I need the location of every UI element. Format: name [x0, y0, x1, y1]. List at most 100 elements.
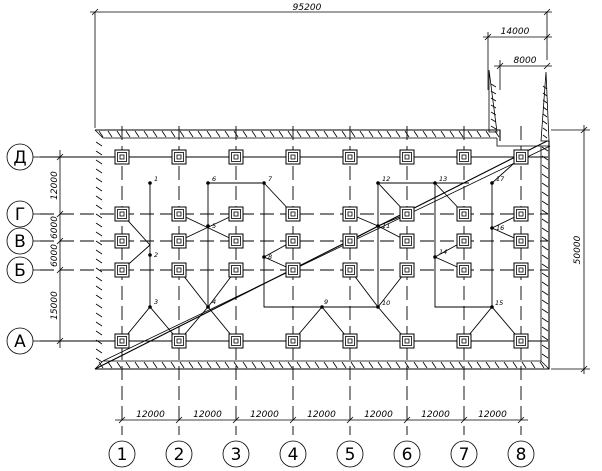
wall-hatch [143, 361, 149, 369]
route-point-dot [490, 305, 494, 309]
extension-outer-dimension: 14000 [501, 27, 530, 37]
wall-hatch [440, 130, 446, 138]
route-line [121, 306, 180, 342]
column-marker-inner [290, 154, 296, 160]
wall-hatch [206, 130, 212, 138]
column-marker-inner [347, 238, 353, 244]
column-axis-bubble [222, 440, 250, 468]
wall-hatch [467, 361, 473, 369]
column-marker [342, 333, 358, 349]
column-axis-bubble [450, 440, 478, 468]
wall-hatch [431, 130, 437, 138]
column-marker [456, 206, 472, 222]
column-axis-label: 4 [288, 445, 299, 465]
route-point-dot [148, 305, 152, 309]
column-axis-bubble [165, 440, 193, 468]
wall-hatch [179, 361, 185, 369]
column-marker [342, 149, 358, 165]
wall-hatch [107, 361, 113, 369]
wall-hatch [449, 130, 455, 138]
dimension-tick [543, 62, 551, 70]
column-axis-bubble [393, 440, 421, 468]
column-marker [114, 233, 130, 249]
column-marker-inner [347, 211, 353, 217]
column-marker [342, 206, 358, 222]
wall-hatch [116, 130, 122, 138]
column-axis-label: 6 [402, 445, 413, 465]
dimension-tick [484, 33, 492, 41]
column-marker-inner [290, 338, 296, 344]
route-point-label: 2 [154, 251, 158, 259]
wall-hatch [287, 361, 293, 369]
column-marker [285, 262, 301, 278]
route-point-label: 12 [382, 175, 390, 183]
grid-lines [40, 126, 548, 435]
wall-hatch [95, 321, 103, 327]
wedge-hatch [490, 83, 497, 88]
column-marker [399, 262, 415, 278]
column-axis-label: 5 [345, 445, 356, 465]
wall-hatch [161, 361, 167, 369]
route-line [463, 306, 522, 342]
route-point-label: 16 [496, 224, 504, 232]
row-axis-label: А [14, 332, 26, 352]
wall-hatch [541, 227, 549, 233]
wall-hatch [541, 182, 549, 188]
wall-hatch [458, 361, 464, 369]
column-marker-inner [290, 238, 296, 244]
dimension-tick [543, 8, 551, 16]
wall-hatch [242, 361, 248, 369]
row-spacing-dimension: 6000 [50, 244, 60, 267]
column-marker [399, 149, 415, 165]
wall-hatch [332, 130, 338, 138]
column-marker [171, 262, 187, 278]
route-point-label: 11 [382, 222, 390, 230]
wall-hatch [368, 361, 374, 369]
column-marker [513, 149, 529, 165]
wall-hatch [251, 361, 257, 369]
route-point-dot [376, 224, 380, 228]
row-spacing-dimension: 12000 [50, 171, 60, 200]
column-marker-inner [233, 211, 239, 217]
column-marker [114, 333, 130, 349]
wall-hatch [305, 361, 311, 369]
column-marker [399, 206, 415, 222]
wall-corner [540, 360, 550, 370]
wall-hatch [413, 361, 419, 369]
wall-hatch [541, 254, 549, 260]
wall-hatch [116, 361, 122, 369]
wall-hatch [541, 335, 549, 341]
column-axis-bubble [336, 440, 364, 468]
wall-hatch [95, 258, 103, 264]
wall-hatch [125, 130, 131, 138]
dimension-tick [118, 416, 126, 424]
wall-hatch [95, 204, 103, 210]
wall-hatch [95, 177, 103, 183]
wedge-hatch [542, 120, 548, 125]
wall-hatch [134, 130, 140, 138]
wedge-hatch [542, 127, 548, 132]
route-point-dot [206, 181, 210, 185]
wedge-hatch [490, 90, 497, 95]
wall-hatch [541, 326, 549, 332]
wall-hatch [95, 195, 103, 201]
wall-hatch [422, 130, 428, 138]
wall-hatch [350, 130, 356, 138]
wall-hatch [287, 130, 293, 138]
wall-hatch [458, 130, 464, 138]
column-axis-label: 8 [516, 445, 527, 465]
wall-hatch [485, 361, 491, 369]
wall-hatch [95, 240, 103, 246]
wall-hatch [541, 272, 549, 278]
wall-hatch [314, 130, 320, 138]
column-marker [456, 333, 472, 349]
column-marker [456, 233, 472, 249]
column-marker [285, 149, 301, 165]
wall-hatch [269, 361, 275, 369]
wall-corner [94, 360, 104, 370]
route-point-dot [433, 181, 437, 185]
wall-hatch [95, 186, 103, 192]
dimension-tick [460, 416, 468, 424]
